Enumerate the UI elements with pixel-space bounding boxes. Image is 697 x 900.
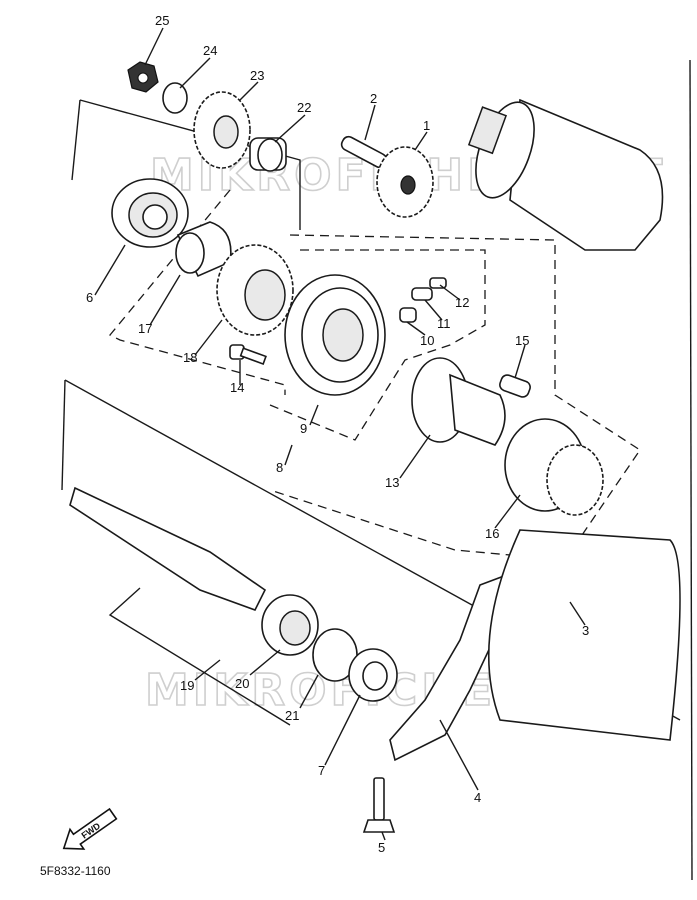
shaft-line-left — [61, 379, 66, 491]
label-part-8: 8 — [276, 460, 283, 475]
motor-housing-lower — [488, 529, 681, 741]
label-part-22: 22 — [297, 100, 311, 115]
part-9-clutch — [284, 274, 386, 396]
page-edge-line — [689, 59, 693, 881]
group-9-outline — [269, 249, 486, 441]
label-part-5: 5 — [378, 840, 385, 855]
label-part-17: 17 — [138, 321, 152, 336]
diagram-code: 5F8332-1160 — [40, 864, 111, 878]
part-6-bearing — [111, 178, 189, 248]
label-part-6: 6 — [86, 290, 93, 305]
label-part-25: 25 — [155, 13, 169, 28]
leader-lines — [94, 27, 586, 841]
part-24-washer — [162, 82, 188, 114]
label-part-2: 2 — [370, 91, 377, 106]
label-part-23: 23 — [250, 68, 264, 83]
label-part-1: 1 — [423, 118, 430, 133]
label-part-21: 21 — [285, 708, 299, 723]
label-part-10: 10 — [420, 333, 434, 348]
part-10-roller — [399, 307, 417, 323]
label-part-9: 9 — [300, 421, 307, 436]
label-part-14: 14 — [230, 380, 244, 395]
forward-arrow-icon: FWD — [62, 807, 118, 850]
part-14-bolt — [229, 344, 267, 365]
label-part-4: 4 — [474, 790, 481, 805]
part-12-spring — [429, 277, 447, 289]
starter-motor — [467, 98, 664, 251]
label-part-12: 12 — [455, 295, 469, 310]
part-7-seal — [348, 648, 398, 702]
part-19-shaft — [69, 486, 267, 611]
part-23-gear — [193, 91, 251, 169]
label-part-19: 19 — [180, 678, 194, 693]
label-part-16: 16 — [485, 526, 499, 541]
label-part-20: 20 — [235, 676, 249, 691]
part-17-bushing — [175, 221, 232, 278]
part-5-bolt — [362, 777, 396, 833]
part-11-plunger — [411, 287, 433, 301]
label-part-3: 3 — [582, 623, 589, 638]
bracket-top — [79, 99, 301, 230]
bracket-top-left — [71, 99, 81, 181]
label-part-11: 11 — [437, 316, 451, 331]
part-13-hub — [411, 357, 506, 446]
label-part-18: 18 — [183, 350, 197, 365]
label-part-7: 7 — [318, 763, 325, 778]
part-1-gear — [376, 146, 434, 218]
bracket-19 — [108, 587, 291, 726]
label-part-15: 15 — [515, 333, 529, 348]
part-15-key — [499, 374, 531, 398]
part-25-nut — [127, 61, 159, 93]
part-20-bearing — [261, 594, 319, 656]
group-bracket-left — [108, 189, 286, 395]
part-18-gear — [216, 244, 294, 336]
label-part-13: 13 — [385, 475, 399, 490]
label-part-24: 24 — [203, 43, 217, 58]
part-16-gear — [504, 418, 604, 516]
part-22-collar — [249, 137, 287, 172]
